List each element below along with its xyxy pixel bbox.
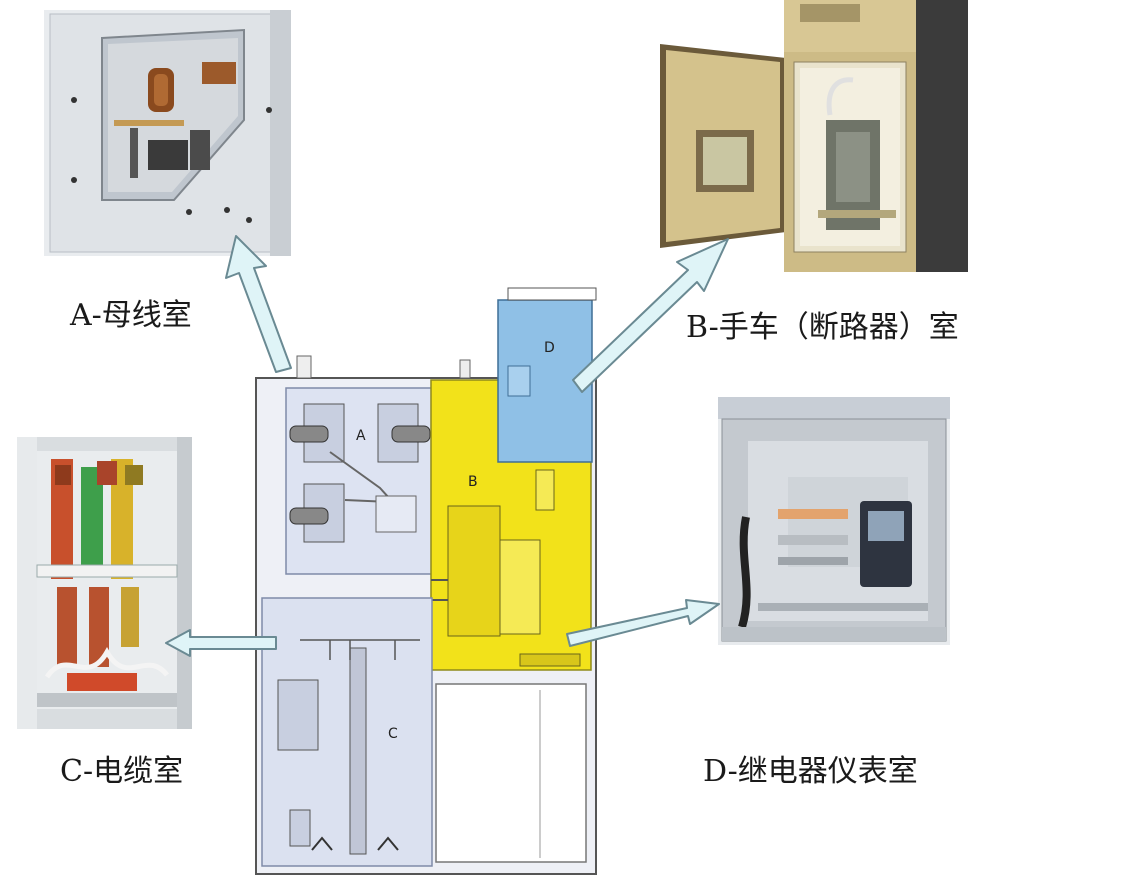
caption-relay-instrument-compartment: D-继电器仪表室	[703, 746, 918, 790]
caption-breaker-truck-compartment: B-手车（断路器）室	[686, 302, 959, 346]
caption-cable-compartment: C-电缆室	[60, 746, 183, 790]
arrow-to-cable-photo	[166, 630, 276, 656]
arrow-to-busbar-photo	[226, 236, 291, 372]
caption-busbar-compartment: A-母线室	[70, 290, 192, 334]
arrow-to-relay-photo	[567, 600, 719, 646]
